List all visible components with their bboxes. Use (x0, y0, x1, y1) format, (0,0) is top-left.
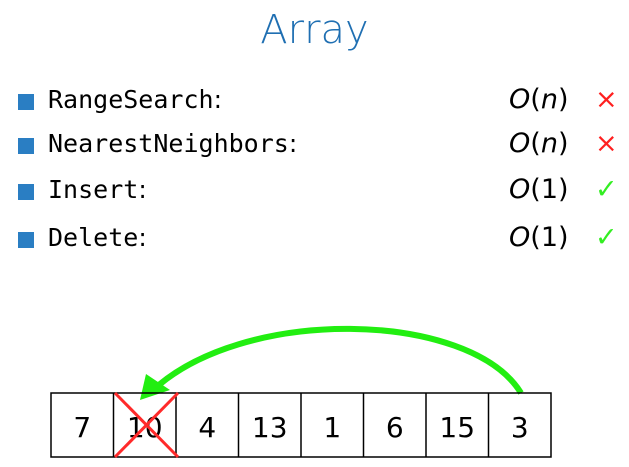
delete-cross-icon (113, 391, 180, 459)
slide-title: Array (260, 7, 369, 53)
operation-name: NearestNeighbors (48, 129, 289, 158)
check-mark-icon: ✓ (595, 174, 618, 205)
operation-name: Insert (48, 175, 139, 204)
complexity: O(n) (509, 82, 568, 118)
big-o: O (509, 222, 531, 253)
bullet-square-icon (18, 94, 34, 110)
paren-close: ) (558, 222, 569, 253)
paren-open: ( (530, 128, 541, 159)
cross-mark-icon: × (595, 128, 618, 159)
array-diagram: 71041316153 (50, 325, 552, 459)
array-cell-value: 15 (439, 411, 475, 444)
bullet-square-icon (18, 232, 34, 248)
array-cell-value: 4 (198, 411, 216, 444)
complexity-arg: 1 (540, 174, 558, 205)
array-cell-value: 13 (252, 411, 288, 444)
paren-close: ) (558, 174, 569, 205)
move-arrow (147, 325, 524, 396)
complexity: O(1) (509, 172, 569, 208)
bullet-square-icon (18, 184, 34, 200)
array-cell-value: 6 (386, 411, 404, 444)
complexity-arg: n (540, 84, 558, 115)
paren-open: ( (530, 84, 541, 115)
operation-colon: : (213, 85, 223, 114)
complexity-arg: 1 (540, 222, 558, 253)
big-o: O (509, 84, 531, 115)
operation-colon: : (288, 129, 298, 158)
operation-row-insert: Insert: O(1) ✓ (18, 170, 618, 210)
operation-row-delete: Delete: O(1) ✓ (18, 218, 618, 258)
operation-colon: : (138, 223, 147, 252)
complexity-arg: n (540, 128, 558, 159)
array-cell-value: 1 (323, 411, 341, 444)
operation-name: RangeSearch (48, 85, 214, 114)
paren-close: ) (557, 84, 569, 115)
big-o: O (509, 174, 531, 205)
array-cells: 71041316153 (50, 392, 552, 458)
array-cell-value: 7 (73, 411, 91, 444)
operation-name: Delete (48, 223, 139, 252)
array-cell-value: 3 (511, 411, 529, 444)
big-o: O (509, 128, 531, 159)
complexity: O(1) (509, 220, 569, 256)
paren-close: ) (557, 128, 569, 159)
operation-row-nearest-neighbors: NearestNeighbors: O(n) × (18, 124, 618, 164)
paren-open: ( (530, 174, 541, 205)
operation-colon: : (138, 175, 147, 204)
paren-open: ( (530, 222, 541, 253)
complexity: O(n) (509, 126, 568, 162)
check-mark-icon: ✓ (595, 222, 618, 253)
bullet-square-icon (18, 138, 34, 154)
operation-row-range-search: RangeSearch: O(n) × (18, 80, 618, 120)
cross-mark-icon: × (595, 84, 618, 115)
